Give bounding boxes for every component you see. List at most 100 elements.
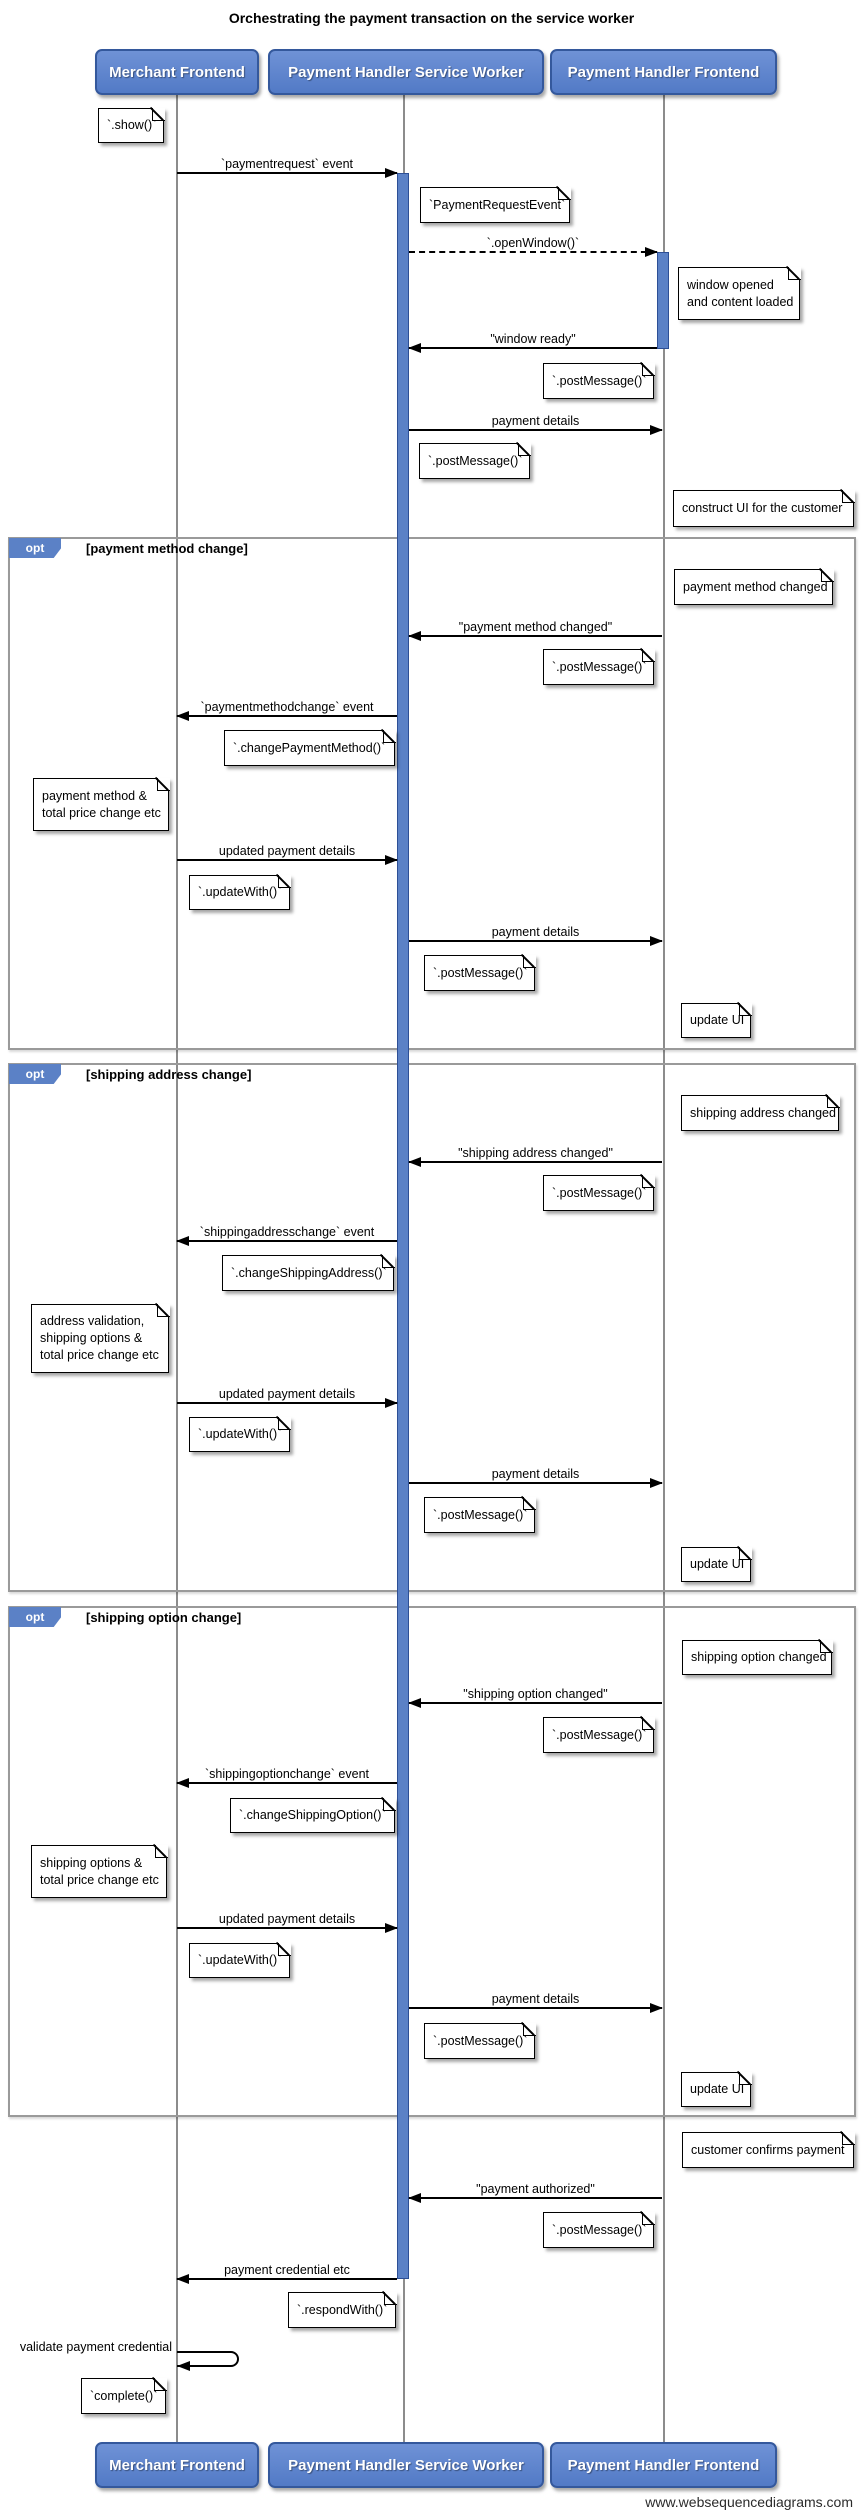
note-20: update UI xyxy=(681,1546,752,1582)
note-text-line: `PaymentRequestEvent` xyxy=(429,197,566,212)
opt-frame-1: opt[payment method change] xyxy=(8,537,856,1050)
actor-box-top-merchant: Merchant Frontend xyxy=(95,49,259,95)
actor-box-bottom-phf: Payment Handler Frontend xyxy=(550,2442,777,2488)
note-text-line: `.postMessage()` xyxy=(552,659,647,674)
message-label: `paymentrequest` event xyxy=(220,157,353,171)
arrowhead-icon xyxy=(650,1478,663,1488)
message-line xyxy=(177,1782,397,1784)
message-16: payment details xyxy=(409,1987,663,2013)
message-13: "shipping option changed" xyxy=(408,1682,662,1708)
message-line xyxy=(177,172,397,174)
message-line xyxy=(177,859,397,861)
note-text-line: update UI xyxy=(690,1013,745,1027)
watermark-link[interactable]: www.websequencediagrams.com xyxy=(645,2494,853,2510)
note-text-line: and content loaded xyxy=(687,294,794,309)
arrowhead-icon xyxy=(650,2003,663,2013)
note-text-line: window opened xyxy=(687,277,774,292)
opt-frame-condition: [shipping option change] xyxy=(86,1610,242,1625)
note-12: `.postMessage()` xyxy=(424,954,536,991)
lifeline-merchant xyxy=(176,95,178,2442)
opt-frame-tab: opt xyxy=(9,1064,61,1084)
note-text-line: `.postMessage()` xyxy=(552,1185,647,1200)
opt-frame-condition: [payment method change] xyxy=(86,541,248,556)
note-text-line: total price change etc xyxy=(40,1872,159,1887)
message-1: `paymentrequest` event xyxy=(177,152,398,178)
note-text-line: `.changeShippingOption()` xyxy=(239,1808,386,1822)
message-label: "payment method changed" xyxy=(458,620,613,634)
message-line xyxy=(409,1161,662,1163)
arrowhead-icon xyxy=(385,1923,398,1933)
message-9: "shipping address changed" xyxy=(408,1141,662,1167)
message-label: "window ready" xyxy=(490,332,576,346)
note-10: payment method &total price change etc xyxy=(33,777,170,831)
note-1: `.show()` xyxy=(98,107,165,143)
actor-box-bottom-merchant: Merchant Frontend xyxy=(95,2442,259,2488)
arrowhead-icon xyxy=(176,711,189,721)
note-text-line: `.respondWith()` xyxy=(297,2302,388,2317)
note-text-line: `.updateWith()` xyxy=(198,1953,282,1967)
message-label: payment details xyxy=(491,1467,580,1481)
message-line xyxy=(177,2278,397,2280)
message-label: `paymentmethodchange` event xyxy=(200,700,374,714)
arrowhead-icon xyxy=(650,936,663,946)
message-label: payment details xyxy=(491,414,580,428)
note-7: payment method changed xyxy=(674,568,834,605)
note-3: window opened and content loaded xyxy=(678,266,801,320)
lifeline-phf xyxy=(663,95,665,2442)
note-text-line: `.changeShippingAddress()` xyxy=(231,1265,387,1280)
message-label: updated payment details xyxy=(218,1387,356,1401)
note-19: `.postMessage()` xyxy=(424,1496,536,1533)
note-16: `.changeShippingAddress()` xyxy=(222,1254,395,1291)
message-label: `.openWindow()` xyxy=(486,236,580,250)
message-12: payment details xyxy=(409,1462,663,1488)
message-line xyxy=(409,940,662,942)
message-18: payment credential etc xyxy=(176,2258,397,2284)
message-line xyxy=(409,347,657,349)
self-message-label: validate payment credential xyxy=(19,2340,172,2354)
note-8: `.postMessage()` xyxy=(543,648,655,685)
note-text-line: total price change etc xyxy=(42,805,161,820)
note-30: `.respondWith()` xyxy=(288,2291,397,2328)
arrowhead-icon xyxy=(385,168,398,178)
message-6: `paymentmethodchange` event xyxy=(176,695,397,721)
note-text-line: `.changePaymentMethod()` xyxy=(233,740,386,755)
actor-box-top-sw: Payment Handler Service Worker xyxy=(268,49,544,95)
note-text-line: `.show()` xyxy=(107,118,157,132)
note-9: `.changePaymentMethod()` xyxy=(224,729,396,766)
note-text-line: `.updateWith()` xyxy=(198,1427,282,1441)
note-26: `.postMessage()` xyxy=(424,2022,536,2059)
note-text-line: `.postMessage()` xyxy=(428,453,523,468)
opt-frame-tab: opt xyxy=(9,1607,61,1627)
note-5: `.postMessage()` xyxy=(419,442,531,479)
note-text-line: `.postMessage()` xyxy=(433,1507,528,1522)
arrowhead-icon xyxy=(176,1778,189,1788)
message-15: updated payment details xyxy=(177,1907,398,1933)
note-text-line: customer confirms payment xyxy=(691,2142,845,2157)
activation-bar-phf xyxy=(657,252,669,349)
note-15: `.postMessage()` xyxy=(543,1174,655,1211)
arrowhead-icon xyxy=(177,2361,190,2371)
arrowhead-icon xyxy=(408,631,421,641)
note-text-line: payment method changed xyxy=(683,579,828,594)
message-label: `shippingaddresschange` event xyxy=(199,1225,375,1239)
arrowhead-icon xyxy=(385,855,398,865)
note-29: `.postMessage()` xyxy=(543,2211,655,2248)
arrowhead-icon xyxy=(408,1698,421,1708)
diagram-title: Orchestrating the payment transaction on… xyxy=(228,10,635,26)
note-text-line: construct UI for the customer xyxy=(682,501,843,515)
arrowhead-icon xyxy=(408,2193,421,2203)
message-line xyxy=(409,2007,662,2009)
self-message-loop xyxy=(177,2351,239,2367)
note-27: update UI xyxy=(681,2071,752,2107)
note-4: `.postMessage()` xyxy=(543,362,655,399)
note-18: `.updateWith()` xyxy=(189,1416,291,1452)
message-line xyxy=(409,2197,662,2199)
message-3: "window ready" xyxy=(408,327,657,353)
arrowhead-icon xyxy=(408,1157,421,1167)
note-text-line: `.postMessage()` xyxy=(552,373,647,388)
note-23: `.changeShippingOption()` xyxy=(230,1797,396,1833)
message-line xyxy=(409,429,662,431)
note-text-line: shipping options & xyxy=(40,1855,143,1870)
note-text-line: `.postMessage()` xyxy=(552,1727,647,1742)
message-label: payment credential etc xyxy=(224,2263,350,2277)
